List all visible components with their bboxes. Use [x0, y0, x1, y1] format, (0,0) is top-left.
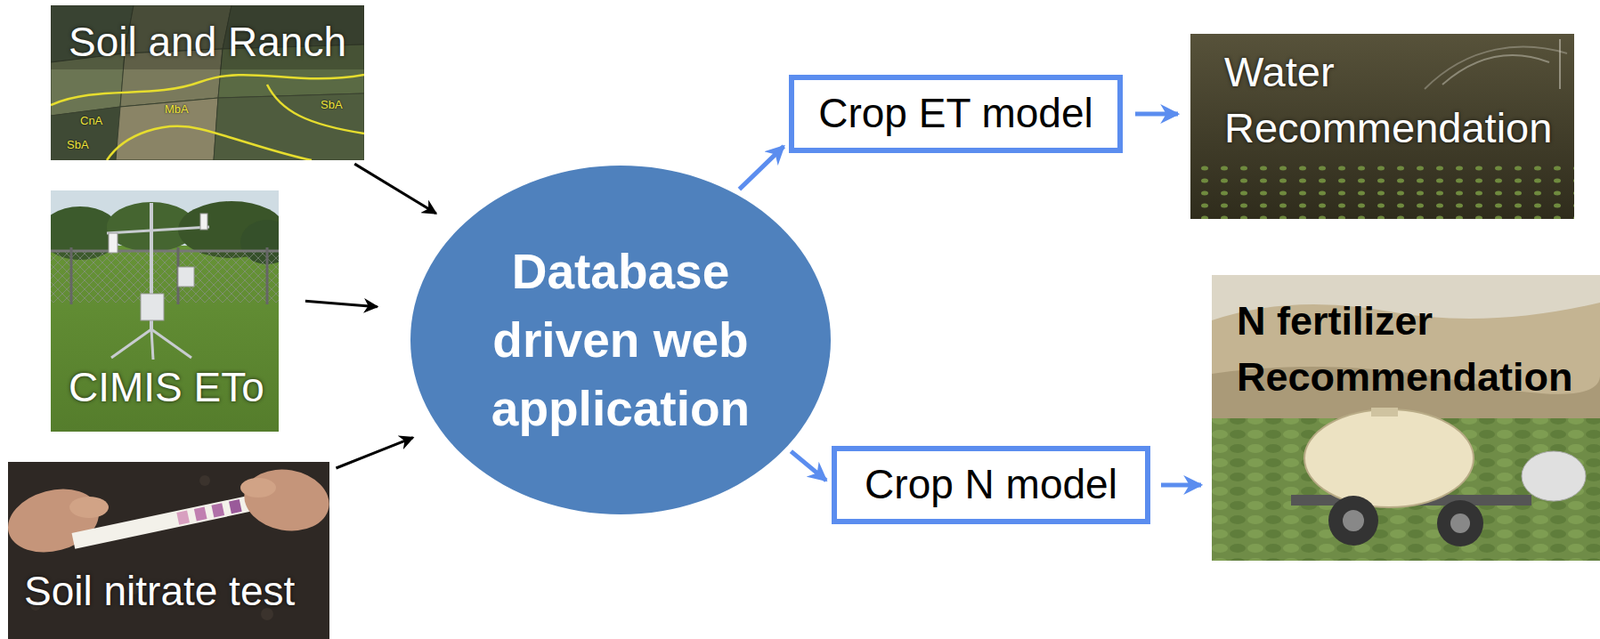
soil-test-photo-part-part — [228, 499, 243, 514]
satellite-photo-part — [106, 126, 312, 161]
soil-test-photo-part — [8, 479, 106, 563]
map-unit-label: MbA — [164, 102, 189, 116]
satellite-photo-part — [267, 84, 365, 134]
fertilizer-rig-photo — [1211, 275, 1600, 561]
flow-arrow — [1161, 482, 1202, 488]
sprinkler-field-photo-part — [1442, 55, 1550, 85]
weather-station-photo-part — [106, 227, 210, 234]
photo-panel: Soil nitrate test — [8, 462, 330, 639]
fertilizer-rig-photo-part — [1371, 407, 1398, 417]
sprinkler-field-photo-part — [1190, 33, 1575, 220]
process-box: Crop ET model — [788, 74, 1123, 154]
sprinkler-field-photo — [1190, 33, 1575, 220]
fertilizer-rig-photo-part — [1211, 275, 1600, 561]
fertilizer-rig-photo-part — [1328, 495, 1379, 546]
flow-arrow — [335, 438, 413, 469]
flow-arrow — [1135, 112, 1178, 117]
weather-station-photo-part — [200, 213, 208, 230]
flow-arrow — [305, 300, 378, 307]
photo-panel: CIMIS ETo — [50, 190, 279, 432]
satellite-photo-part — [50, 5, 365, 161]
weather-station-photo-part — [50, 251, 279, 303]
sprinkler-field-photo-part — [1424, 47, 1568, 90]
photo-caption: N fertilizer Recommendation — [1236, 292, 1593, 406]
weather-station-photo-part — [108, 233, 118, 253]
photo-caption: CIMIS ETo — [68, 363, 265, 413]
flow-arrow — [739, 146, 784, 189]
soil-test-photo — [8, 462, 330, 639]
soil-test-photo-part — [240, 478, 277, 498]
weather-station-photo-part — [178, 267, 195, 287]
soil-test-photo-part — [239, 462, 330, 538]
photo-caption: Soil and Ranch — [68, 17, 347, 67]
photo-panel: Soil and Ranch — [50, 5, 365, 161]
soil-test-photo-part — [199, 475, 211, 487]
photo-caption: Soil nitrate test — [24, 567, 295, 617]
fertilizer-rig-photo-part — [1521, 451, 1586, 502]
weather-station-photo-part — [70, 247, 74, 305]
map-unit-label: SbA — [320, 97, 343, 112]
satellite-photo-part — [213, 93, 365, 161]
satellite-photo — [50, 5, 365, 161]
database-ellipse: Database driven web application — [409, 164, 832, 516]
weather-station-photo-part — [151, 329, 192, 358]
flow-arrow — [790, 451, 826, 481]
soil-test-photo-part-part — [211, 503, 225, 518]
fertilizer-rig-photo-part — [1450, 513, 1471, 534]
fertilizer-rig-photo-part — [1437, 500, 1484, 547]
photo-panel: N fertilizer Recommendation — [1211, 275, 1600, 561]
node-label: Crop N model — [864, 460, 1118, 510]
weather-station-photo-part — [151, 329, 154, 360]
satellite-photo-part — [50, 106, 121, 161]
flow-arrow — [354, 163, 437, 214]
soil-test-photo-part-part — [194, 506, 208, 521]
node-label: Database driven web application — [473, 237, 768, 444]
fertilizer-rig-photo-part — [1342, 510, 1365, 532]
node-label: Crop ET model — [818, 89, 1094, 139]
photo-caption: Water Recommendation — [1224, 44, 1566, 156]
weather-station-photo-part — [266, 247, 269, 305]
photo-panel: Water Recommendation — [1190, 33, 1575, 220]
process-box: Crop N model — [831, 446, 1151, 525]
sprinkler-field-photo-part — [1190, 165, 1575, 220]
map-unit-label: CnA — [80, 113, 103, 128]
soil-test-photo-part-part — [176, 511, 190, 526]
satellite-photo-part — [50, 5, 365, 70]
ellipse-shape — [410, 165, 831, 515]
fertilizer-rig-photo-part — [1304, 409, 1474, 508]
weather-station-photo — [50, 190, 279, 432]
map-unit-label: SbA — [66, 138, 90, 152]
weather-station-photo-part — [140, 293, 164, 321]
soil-test-photo-part — [69, 496, 109, 519]
satellite-photo-part — [50, 74, 365, 106]
weather-station-photo-part — [50, 250, 279, 253]
sprinkler-field-photo-part — [1559, 39, 1561, 90]
weather-station-photo-part — [111, 329, 152, 358]
